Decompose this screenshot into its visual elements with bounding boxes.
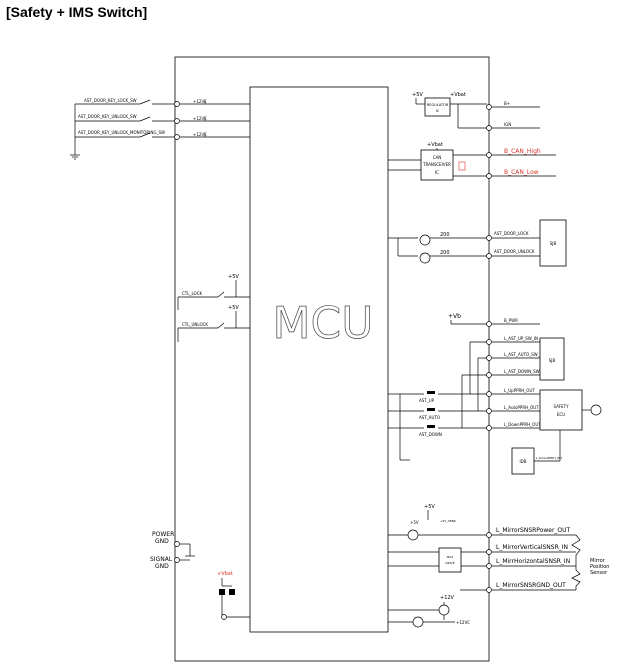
can-high-label: B_CAN_High	[504, 148, 541, 155]
ims-group: +Vb B_PWR L_AST_UP_SW_IN L_AST_AUTO_SW_I…	[388, 313, 602, 475]
sjb-label-2: SJB	[549, 358, 556, 363]
mirror-driver-box	[438, 547, 462, 573]
mirror-vert-label: L_MirrorVerticalSNSR_IN	[496, 544, 568, 551]
door-driver-group: 200 200 AST_DOOR_LOCK AST_DOOR_UNLOCK SJ…	[388, 219, 567, 267]
ast-auto-label: AST_AUTO	[419, 415, 440, 420]
door-lock-res: 200	[440, 232, 450, 238]
sensor-pwr-node: +5V_SENS	[440, 519, 456, 523]
can-vbat-label: +Vbat	[427, 142, 443, 148]
ast-down-label: AST_DOWN	[419, 432, 442, 437]
safety-ecu-box	[539, 389, 583, 431]
bottom-power-group: +Vbat +12V +12VC	[217, 571, 470, 628]
mirror-5v-label: +5V	[424, 504, 435, 510]
sjb-box-2	[539, 337, 565, 381]
ctl-unlock-5v-label: +5V	[228, 305, 239, 311]
safety-label-1: SAFETY	[553, 404, 569, 409]
can-transceiver-ic	[420, 149, 454, 181]
mirror-group: +5V +5V_SENS +5V L_MirrorSNSRPower_OUT M…	[388, 504, 609, 593]
sensor-label-1: Mirror	[590, 558, 606, 564]
v12-label-3: +12VE	[193, 132, 207, 137]
signal-gnd-label-1: SIGNAL	[150, 556, 173, 563]
up-out-label: L_UpPPRH_OUT	[504, 388, 535, 393]
bpwr-label: B_PWR	[504, 318, 518, 323]
ign-label: IGN	[504, 122, 511, 127]
regulator-label-1: REGULATOR	[427, 103, 449, 107]
door-lock-label: AST_DOOR_LOCK	[494, 231, 529, 236]
ctl-lock-label: CTL_LOCK	[182, 291, 202, 296]
gnd-group: POWER GND SIGNAL GND	[150, 531, 195, 570]
driver-label-2: DRIVE	[445, 561, 454, 565]
key-lock-sw-label: AST_DOOR_KEY_LOCK_SW	[84, 98, 137, 103]
regulator-label-2: IC	[436, 109, 440, 113]
bottom-12v-label: +12V	[440, 595, 455, 601]
idb-label: IDB	[519, 459, 526, 464]
ctl-unlock-label: CTL_UNLOCK	[182, 322, 208, 327]
sensor-label-2: Position	[590, 564, 609, 570]
bottom-vbat-label: +Vbat	[217, 571, 233, 577]
mirror-horiz-label: L_MirrHorizontalSNSR_IN	[496, 558, 570, 565]
mcu-label: MCU	[273, 298, 374, 349]
bplus-label: B+	[504, 101, 510, 106]
auto-out-label: L_AutoPPRH_OUT	[504, 405, 539, 410]
power-gnd-label-1: POWER	[152, 531, 174, 538]
can-group: CAN TRANSCEIVER IC +Vbat B_CAN_High B_CA…	[388, 142, 556, 181]
ast-up-label: AST_UP	[419, 398, 435, 403]
can-low-label: B_CAN_Low	[504, 169, 539, 176]
mirror-gnd-label: L_MirrorSNSRGND_OUT	[496, 582, 566, 589]
key-unlock-mon-sw-label: AST_DOOR_KEY_UNLOCK_MONITORING_SW	[78, 130, 165, 135]
mirror-power-out-label: L_MirrorSNSRPower_OUT	[496, 527, 571, 534]
ctl-switch-group: +5V CTL_LOCK +5V CTL_UNLOCK	[177, 274, 250, 342]
mirror-5v-b: +5V	[410, 520, 419, 525]
driver-label-1: MAX	[447, 555, 454, 559]
sjb-label-1: SJB	[550, 241, 557, 246]
key-switch-group: AST_DOOR_KEY_LOCK_SW AST_DOOR_KEY_UNLOCK…	[70, 98, 250, 160]
regulator-vbat: +Vbat	[450, 92, 466, 98]
door-unlock-res: 200	[440, 250, 450, 256]
pos-label: L_DownPPRH_INT	[536, 456, 562, 460]
regulator-group: REGULATOR IC +5V +Vbat B+ IGN	[412, 92, 540, 131]
v12-label-2: +12VE	[193, 116, 207, 121]
down-sw-in-label: L_AST_DOWN_SW_IN	[504, 369, 546, 374]
up-sw-in-label: L_AST_UP_SW_IN	[504, 336, 538, 341]
sjb-box-1	[539, 219, 567, 267]
can-ic-label-1: CAN	[433, 155, 442, 160]
ctl-lock-5v-label: +5V	[228, 274, 239, 280]
key-unlock-sw-label: AST_DOOR_KEY_UNLOCK_SW	[78, 114, 137, 119]
position-sensor-resistor	[571, 534, 581, 590]
v12-label-1: +12VE	[193, 99, 207, 104]
page-title: [Safety + IMS Switch]	[6, 4, 148, 20]
bottom-12vc-label: +12VC	[456, 620, 470, 625]
can-ic-label-2: TRANSCEIVER	[422, 162, 451, 167]
auto-sw-in-label: L_AST_AUTO_SW_IN	[504, 352, 544, 357]
power-gnd-label-2: GND	[155, 538, 169, 545]
signal-gnd-label-2: GND	[155, 563, 169, 570]
down-out-label: L_DownPPRH_OUT	[504, 422, 541, 427]
mcu-block	[249, 86, 389, 633]
sensor-label-3: Sensor	[590, 570, 608, 576]
safety-label-2: ECU	[557, 412, 565, 417]
door-unlock-label: AST_DOOR_UNLOCK	[494, 249, 535, 254]
vb-label: +Vb	[448, 313, 461, 320]
regulator-5v: +5V	[412, 92, 423, 98]
regulator-ic	[424, 97, 451, 117]
can-ic-label-3: IC	[435, 170, 439, 175]
motor-icon	[590, 404, 602, 416]
